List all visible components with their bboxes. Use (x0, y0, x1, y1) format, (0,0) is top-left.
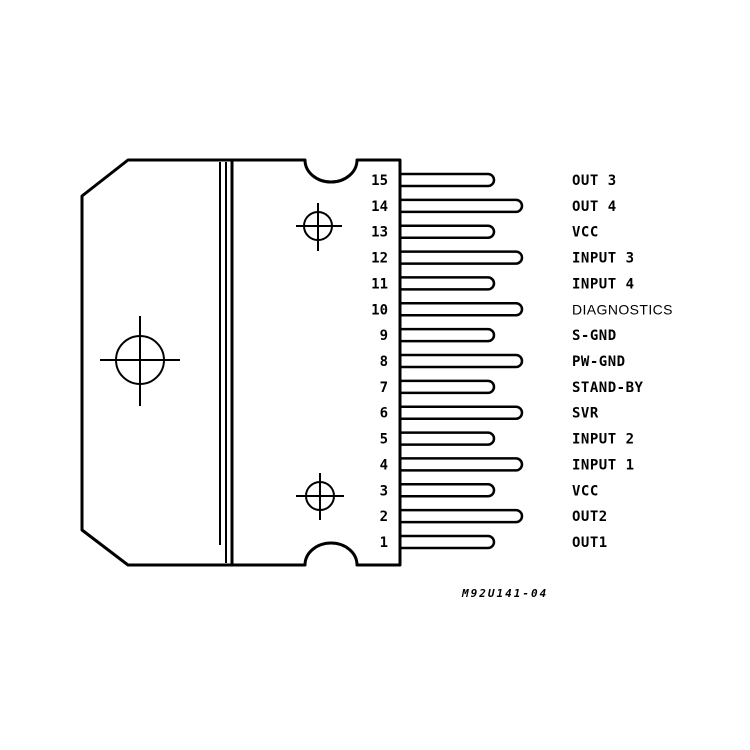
pin-2: 2 OUT2 (380, 508, 608, 525)
pin-signal-label: STAND-BY (572, 380, 644, 396)
pin-10: 10 DIAGNOSTICS (371, 301, 673, 318)
pin-number: 11 (371, 276, 388, 292)
pin-number: 8 (380, 354, 388, 370)
pin-9: 9 S-GND (380, 327, 617, 344)
pin-number: 14 (371, 199, 388, 215)
pin-lead (400, 327, 496, 343)
mounting-hole-large-icon (100, 316, 180, 406)
pin-signal-label: S-GND (572, 328, 617, 344)
pin-lead (400, 431, 496, 446)
pin-signal-label: OUT 3 (572, 173, 617, 189)
pin-lead (400, 198, 524, 214)
pin-number: 7 (380, 380, 388, 396)
pin-5: 5 INPUT 2 (380, 431, 635, 448)
pin-6: 6 SVR (380, 405, 599, 422)
pin-number: 15 (371, 173, 388, 189)
pin-lead (400, 302, 524, 317)
pin-number: 9 (380, 328, 388, 344)
pin-14: 14 OUT 4 (371, 198, 617, 215)
pin-lead (400, 276, 496, 291)
pin-13: 13 VCC (371, 224, 599, 241)
package-body (230, 158, 402, 567)
pin-number: 10 (371, 302, 388, 318)
heatsink-tab (80, 158, 232, 567)
pin-number: 3 (380, 483, 388, 499)
pin-number: 4 (380, 457, 388, 473)
pin-signal-label: VCC (572, 225, 599, 241)
pin-lead (400, 534, 496, 550)
pin-signal-label: OUT2 (572, 509, 608, 525)
pin-lead (400, 483, 496, 498)
mounting-hole-upper-icon (296, 203, 342, 251)
pin-8: 8 PW-GND (380, 353, 626, 370)
pin-number: 2 (380, 509, 388, 525)
pin-number: 1 (380, 535, 388, 551)
pin-signal-label: DIAGNOSTICS (572, 301, 673, 317)
pin-lead (400, 224, 496, 239)
pin-11: 11 INPUT 4 (371, 276, 634, 292)
pin-lead (400, 353, 524, 369)
pin-lead (400, 379, 496, 395)
pin-number: 12 (371, 251, 388, 267)
pin-15: 15 OUT 3 (371, 172, 617, 189)
pin-signal-label: INPUT 4 (572, 276, 635, 292)
pin-3: 3 VCC (380, 483, 599, 499)
pin-signal-label: INPUT 2 (572, 432, 635, 448)
pin-1: 1 OUT1 (380, 534, 608, 551)
pin-lead (400, 250, 524, 265)
pin-number: 6 (380, 406, 388, 422)
pin-signal-label: INPUT 3 (572, 251, 635, 267)
pin-lead (400, 172, 496, 188)
mounting-hole-lower-icon (296, 473, 344, 520)
pin-signal-label: SVR (572, 406, 599, 422)
pin-signal-label: INPUT 1 (572, 457, 635, 473)
pin-signal-label: OUT1 (572, 535, 608, 551)
drawing-code: M92U141-04 (461, 587, 548, 600)
pin-number: 5 (380, 432, 388, 448)
pin-signal-label: PW-GND (572, 354, 626, 370)
pin-number: 13 (371, 225, 388, 241)
pin-lead (400, 508, 524, 524)
pin-signal-label: VCC (572, 483, 599, 499)
pin-signal-label: OUT 4 (572, 199, 617, 215)
pin-7: 7 STAND-BY (380, 379, 644, 396)
pin-lead (400, 457, 524, 472)
pin-4: 4 INPUT 1 (380, 457, 635, 473)
pin-lead (400, 405, 524, 420)
pin-12: 12 INPUT 3 (371, 250, 635, 267)
